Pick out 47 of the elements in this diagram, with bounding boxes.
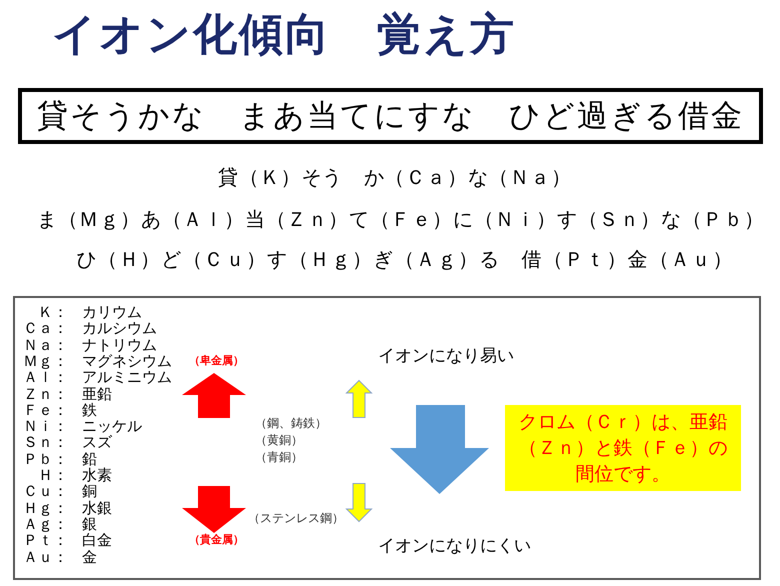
element-name: カルシウム [82, 320, 157, 338]
element-symbol: Ｚｎ： [23, 386, 68, 403]
alloy-note: （ステンレス鋼） [248, 512, 344, 526]
element-symbol: Ｍｇ： [23, 352, 68, 370]
element-name: 銅 [82, 483, 97, 500]
element-name: 亜鉛 [82, 386, 112, 402]
element-name: 金 [82, 548, 97, 566]
element-symbol: Ｐｔ： [23, 532, 68, 550]
ion-tendency-label: イオンになり易い [378, 347, 514, 367]
element-symbol: Ａｌ： [23, 369, 68, 386]
element-symbol: Ｓｎ： [23, 434, 68, 452]
element-symbol: Ｈｇ： [23, 500, 68, 517]
element-symbol: Ａｕ： [23, 548, 68, 566]
note-box: クロム（Ｃｒ）は、亜鉛（Ｚｎ）と鉄（Ｆｅ）の間位です。 [505, 405, 741, 491]
element-name: アルミニウム [82, 369, 172, 386]
element-name: 水銀 [82, 500, 112, 517]
element-symbol: Ｆｅ： [23, 402, 68, 420]
mnemonic-line: ま（Ｍｇ）あ（Ａｌ）当（Ｚｎ）て（Ｆｅ）に（Ｎｉ）す（Ｓｎ）な（Ｐｂ） [37, 208, 765, 231]
element-symbol: Ｎｉ： [23, 418, 68, 436]
element-symbol: Ｃａ： [23, 320, 68, 338]
element-symbol: Ａｇ： [23, 516, 68, 534]
ion-tendency-label: イオンになりにくい [378, 537, 531, 557]
mnemonic-box: 貸そうかな まあ当てにすな ひど過ぎる借金 [18, 88, 763, 144]
element-symbol: Ｈ： [38, 467, 68, 484]
panel-frame [13, 296, 761, 580]
element-name: 水素 [82, 467, 112, 484]
element-name: マグネシウム [82, 352, 172, 370]
element-name: 鉛 [82, 450, 97, 468]
alloy-note: （鋼、鋳鉄） [255, 417, 327, 431]
mnemonic-line: ひ（Ｈ）ど（Ｃｕ）す（Ｈｇ）ぎ（Ａｇ）る 借（Ｐｔ）金（Ａｕ） [76, 248, 734, 271]
element-symbol: Ｋ： [38, 304, 68, 322]
element-symbol: Ｐｂ： [23, 450, 68, 468]
element-name: スズ [82, 434, 112, 452]
alloy-note: （青銅） [255, 451, 303, 465]
element-name: 鉄 [82, 402, 97, 420]
mnemonic-line: 貸（Ｋ）そう か（Ｃａ）な（Ｎａ） [218, 166, 572, 189]
title: イオン化傾向 覚え方 [52, 10, 516, 61]
metal-class-label: （貴金属） [189, 534, 244, 547]
element-name: ナトリウム [82, 336, 157, 354]
element-symbol: Ｎａ： [23, 336, 68, 354]
metal-class-label: （卑金属） [189, 355, 244, 368]
element-name: 銀 [82, 516, 97, 533]
element-name: ニッケル [82, 418, 142, 436]
element-name: カリウム [82, 304, 142, 322]
element-symbol: Ｃｕ： [23, 483, 68, 501]
element-name: 白金 [82, 532, 112, 550]
alloy-note: （黄銅） [255, 434, 303, 448]
